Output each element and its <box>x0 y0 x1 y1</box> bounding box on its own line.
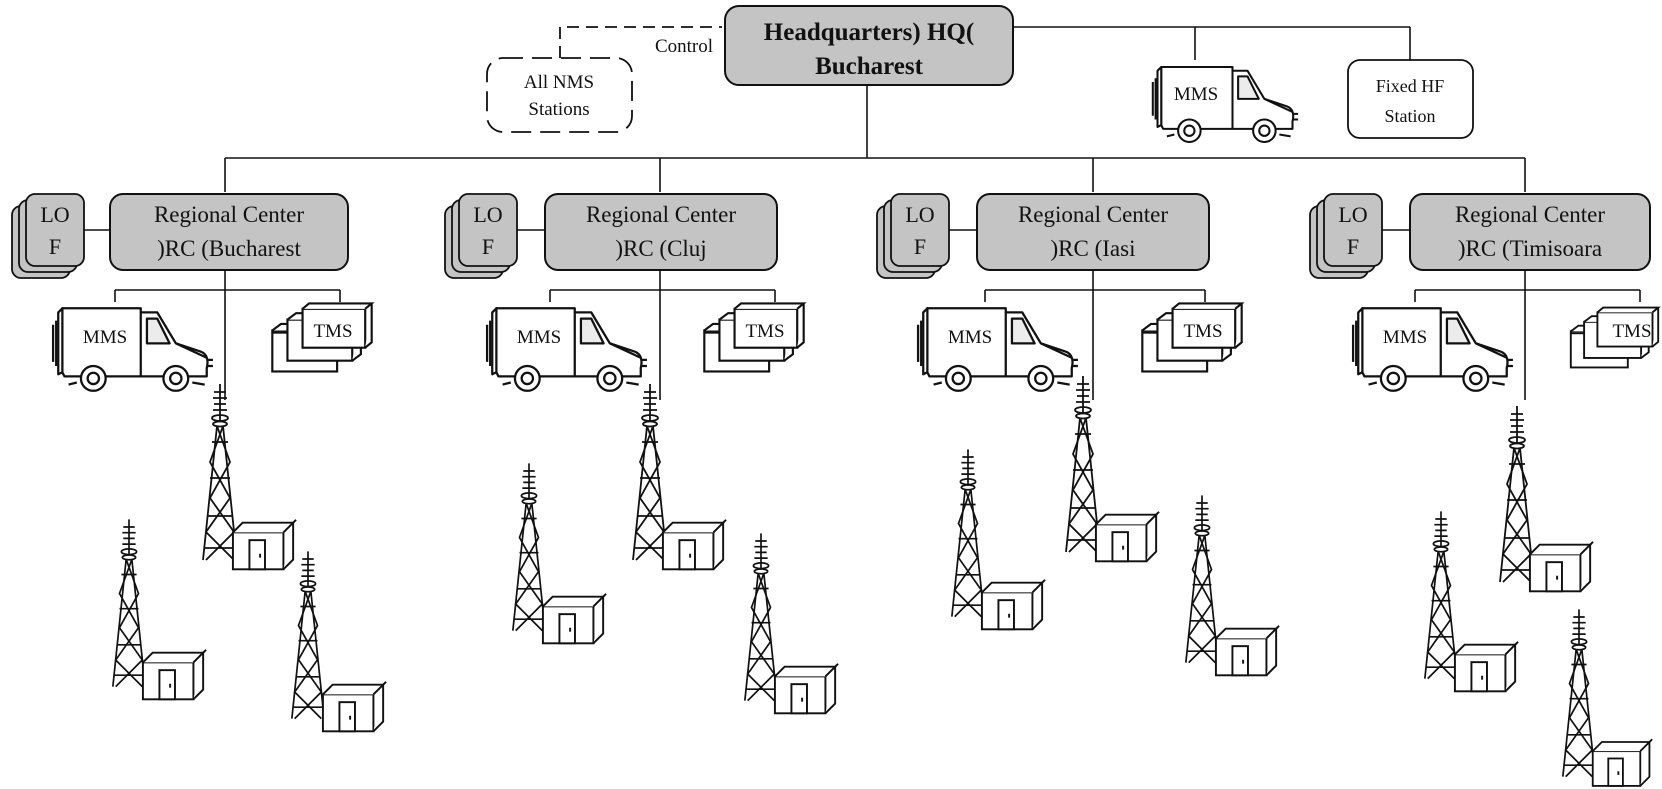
regional-center-box <box>109 193 349 271</box>
hq-mms-van: MMS <box>1151 65 1300 144</box>
lof-line1: LO <box>473 202 502 227</box>
region-cluj: LO F Regional Center )RC (Cluj MMS TMS <box>444 193 840 715</box>
regional-center-box <box>976 193 1210 271</box>
antenna-tower-icon <box>290 550 326 720</box>
antenna-tower-icon <box>1561 608 1597 778</box>
antenna-tower-icon <box>1499 405 1535 583</box>
regional-center-box <box>1409 193 1651 271</box>
equipment-shelter-icon <box>1591 738 1654 787</box>
rc-line2: )RC (Timisoara <box>1458 236 1602 261</box>
antenna-tower-icon <box>1423 510 1459 680</box>
tms-label: TMS <box>1183 321 1222 342</box>
mms-label: MMS <box>83 327 127 348</box>
antenna-tower-icon <box>511 462 547 632</box>
lof-line2: F <box>49 234 61 259</box>
regional-center-box <box>544 193 778 271</box>
tms-label: TMS <box>1612 321 1651 342</box>
headquarters-line1: Headquarters) HQ( <box>764 19 974 46</box>
rc-line1: Regional Center <box>1018 202 1168 227</box>
lof-line2: F <box>914 234 926 259</box>
tms-label: TMS <box>745 321 784 342</box>
antenna-tower-icon <box>950 448 986 618</box>
region-bucharest: LO F Regional Center )RC (Bucharest MMS … <box>11 193 388 733</box>
equipment-shelter-icon <box>541 592 608 645</box>
rc-line2: )RC (Cluj <box>615 236 706 261</box>
nms-stations-group: All NMS Stations <box>486 57 633 133</box>
region-timisoara: LO F Regional Center )RC (Timisoara MMS … <box>1309 193 1660 787</box>
lof-stack: LO F <box>876 193 950 279</box>
antenna-tower-icon <box>1065 375 1101 553</box>
lof-stack: LO F <box>444 193 518 279</box>
fixed-hf-line1: Fixed HF <box>1376 76 1445 96</box>
van-icon <box>51 307 215 392</box>
lof-line2: F <box>482 234 494 259</box>
lof-line1: LO <box>905 202 934 227</box>
connector-lines <box>114 26 1641 400</box>
antenna-tower-icon <box>1184 494 1220 664</box>
nms-line2: Stations <box>528 99 589 120</box>
equipment-shelter-icon <box>1214 624 1281 677</box>
equipment-shelter-icon <box>980 578 1047 631</box>
tms-label: TMS <box>313 321 352 342</box>
mms-label: MMS <box>1383 327 1427 348</box>
antenna-tower-icon <box>111 518 147 688</box>
equipment-shelter-icon <box>321 680 388 733</box>
antenna-tower-icon <box>202 383 238 561</box>
van-icon <box>916 307 1080 392</box>
mms-label: MMS <box>517 327 561 348</box>
rc-line1: Regional Center <box>586 202 736 227</box>
equipment-shelter-icon <box>661 518 728 571</box>
mms-label: MMS <box>948 327 992 348</box>
control-link <box>559 26 722 58</box>
equipment-shelter-icon <box>1453 640 1520 693</box>
lof-line1: LO <box>40 202 69 227</box>
control-label: Control <box>655 36 713 57</box>
antenna-tower-icon <box>743 532 779 702</box>
region-iasi: LO F Regional Center )RC (Iasi MMS TMS <box>876 193 1281 677</box>
lof-line2: F <box>1347 234 1359 259</box>
nms-line1: All NMS <box>524 72 594 93</box>
equipment-shelter-icon <box>773 662 840 715</box>
equipment-shelter-icon <box>1094 510 1161 563</box>
hq-mms-label: MMS <box>1174 84 1218 105</box>
rc-line1: Regional Center <box>154 202 304 227</box>
equipment-shelter-icon <box>1528 540 1595 593</box>
fixed-hf-station: Fixed HF Station <box>1347 59 1474 139</box>
lof-stack: LO F <box>1309 193 1383 279</box>
van-icon <box>485 307 649 392</box>
equipment-shelter-icon <box>141 648 208 701</box>
lof-line1: LO <box>1338 202 1367 227</box>
rc-line2: )RC (Iasi <box>1051 236 1136 261</box>
van-icon <box>1351 307 1515 392</box>
rc-line2: )RC (Bucharest <box>157 236 301 261</box>
lof-stack: LO F <box>11 193 85 279</box>
equipment-shelter-icon <box>231 518 298 571</box>
antenna-tower-icon <box>632 383 668 561</box>
headquarters-node: Headquarters) HQ( Bucharest <box>724 5 1014 86</box>
fixed-hf-line2: Station <box>1384 106 1435 126</box>
headquarters-line2: Bucharest <box>815 53 924 80</box>
rc-line1: Regional Center <box>1455 202 1605 227</box>
